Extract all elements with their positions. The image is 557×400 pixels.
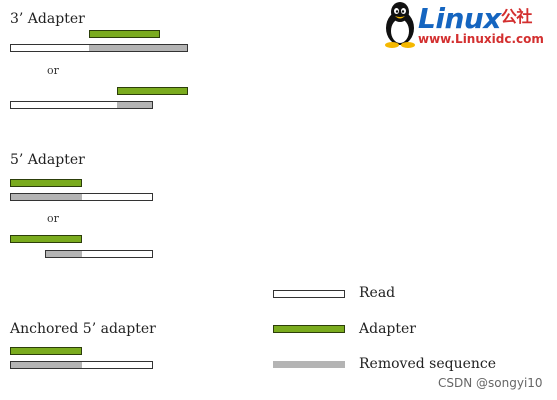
legend-read-label: Read (359, 285, 396, 301)
removed-sequence-bar (11, 194, 82, 200)
logo-brand-cn: 公社 (500, 7, 533, 26)
linuxidc-logo: Linux公社 www.Linuxidc.com (382, 0, 557, 50)
legend-removed-label: Removed sequence (359, 356, 497, 372)
section-title-5-adapter: 5’ Adapter (10, 152, 85, 168)
legend-adapter-label: Adapter (359, 321, 416, 337)
removed-sequence-bar (11, 362, 82, 368)
adapter-bar (89, 30, 160, 38)
adapter-bar (10, 235, 82, 243)
adapter-bar (10, 179, 82, 187)
or-label: or (47, 212, 59, 225)
tux-penguin-icon (385, 2, 415, 48)
logo-url: www.Linuxidc.com (418, 32, 544, 46)
or-label: or (47, 64, 59, 77)
removed-sequence-bar (46, 251, 82, 257)
logo-brand: Linux公社 (418, 2, 533, 35)
read-bar (10, 101, 153, 109)
removed-sequence-bar (89, 45, 187, 51)
legend-removed-swatch (273, 361, 345, 368)
adapter-bar (117, 87, 188, 95)
section-title-3-adapter: 3’ Adapter (10, 11, 85, 27)
removed-sequence-bar (117, 102, 152, 108)
adapter-bar (10, 347, 82, 355)
legend-adapter-swatch (273, 325, 345, 333)
read-bar (45, 250, 153, 258)
csdn-watermark: CSDN @songyi10 (438, 376, 543, 390)
section-title-anchored-5-adapter: Anchored 5’ adapter (10, 321, 156, 337)
legend-read-swatch (273, 290, 345, 298)
